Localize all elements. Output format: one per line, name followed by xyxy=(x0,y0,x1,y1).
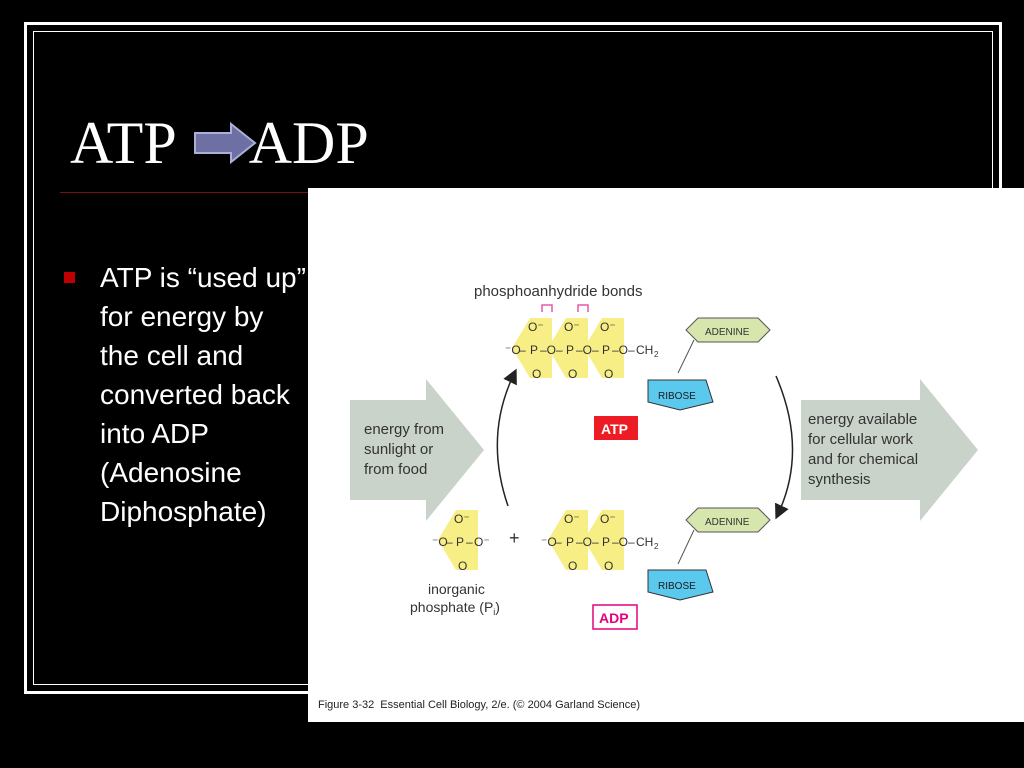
svg-text:–: – xyxy=(446,535,453,549)
svg-text:O: O xyxy=(568,367,577,381)
adp-ribose-shape xyxy=(647,569,714,601)
atp-ribose-shape xyxy=(647,379,714,411)
adp-adenine-shape xyxy=(685,507,771,533)
svg-text:O⁻: O⁻ xyxy=(600,512,616,526)
title-atp: ATP xyxy=(70,110,177,176)
bond-bracket-2 xyxy=(577,304,589,312)
svg-text:–O–: –O– xyxy=(612,343,635,357)
figure-caption: Figure 3-32 Essential Cell Biology, 2/e. … xyxy=(318,699,640,711)
svg-text:⁻O: ⁻O xyxy=(541,535,557,549)
bullet-text: ATP is “used up” for energy by the cell … xyxy=(100,262,306,527)
bond-bracket-1 xyxy=(541,304,553,312)
svg-text:O⁻: O⁻ xyxy=(564,320,580,334)
svg-text:2: 2 xyxy=(654,542,659,551)
svg-text:–O–: –O– xyxy=(576,535,599,549)
svg-text:P: P xyxy=(602,535,610,549)
slide-title: ATP ADP xyxy=(70,108,369,178)
svg-text:CH: CH xyxy=(636,535,653,549)
plus-sign: + xyxy=(509,528,520,548)
svg-text:2: 2 xyxy=(654,350,659,359)
svg-text:–: – xyxy=(466,535,473,549)
pi-chain: O⁻ ⁻O – P – O⁻ O xyxy=(432,512,490,573)
bullet-square-icon xyxy=(64,272,75,283)
svg-text:–O–: –O– xyxy=(612,535,635,549)
atp-adenine-shape xyxy=(685,317,771,343)
atp-adenine-label: ADENINE xyxy=(705,327,750,338)
svg-text:O⁻: O⁻ xyxy=(600,320,616,334)
bullet-list: ATP is “used up” for energy by the cell … xyxy=(64,258,310,531)
right-arrow-icon xyxy=(193,121,257,165)
adp-adenine-label: ADENINE xyxy=(705,517,750,528)
svg-text:O: O xyxy=(458,559,467,573)
atp-label: ATP xyxy=(601,421,628,437)
cycle-arrow-right xyxy=(775,375,794,520)
svg-text:–O–: –O– xyxy=(540,343,563,357)
adp-phosphate-chain: O⁻ O⁻ ⁻O – P –O– P –O– CH 2 O O xyxy=(541,512,659,573)
atp-adp-cycle-figure: energy from sunlight or from food energy… xyxy=(308,188,1024,722)
svg-text:O⁻: O⁻ xyxy=(528,320,544,334)
inorganic-label: inorganic xyxy=(428,581,485,597)
svg-text:–O–: –O– xyxy=(576,343,599,357)
svg-text:–: – xyxy=(519,343,526,357)
energy-out-arrow xyxy=(801,379,978,521)
atp-adenine-link xyxy=(677,339,695,374)
svg-text:O⁻: O⁻ xyxy=(474,535,490,549)
svg-text:P: P xyxy=(566,535,574,549)
atp-label-box xyxy=(594,416,638,440)
svg-text:O: O xyxy=(532,367,541,381)
title-divider xyxy=(60,192,310,193)
caption-text: Essential Cell Biology, 2/e. (© 2004 Gar… xyxy=(380,699,641,711)
svg-text:P: P xyxy=(530,343,538,357)
title-adp: ADP xyxy=(248,110,369,176)
energy-in-arrow xyxy=(350,379,484,521)
svg-text:O: O xyxy=(568,559,577,573)
atp-phosphate-chain: O⁻ O⁻ O⁻ ⁻O – P –O– P –O– P –O– CH 2 O O… xyxy=(505,320,659,381)
svg-text:O: O xyxy=(604,367,613,381)
svg-text:–: – xyxy=(555,535,562,549)
svg-text:P: P xyxy=(456,535,464,549)
svg-text:O: O xyxy=(604,559,613,573)
svg-text:P: P xyxy=(602,343,610,357)
pi-phosphate-shape xyxy=(438,510,478,570)
energy-out-text: energy available for cellular work and f… xyxy=(808,411,922,488)
energy-in-text: energy from sunlight or from food xyxy=(364,421,448,478)
svg-text:O⁻: O⁻ xyxy=(454,512,470,526)
bonds-label: phosphoanhydride bonds xyxy=(474,283,642,300)
cycle-diagram: energy from sunlight or from food energy… xyxy=(350,283,978,630)
svg-text:⁻O: ⁻O xyxy=(505,343,521,357)
adp-ribose-label: RIBOSE xyxy=(658,581,696,592)
svg-text:CH: CH xyxy=(636,343,653,357)
svg-text:O⁻: O⁻ xyxy=(564,512,580,526)
caption-number: Figure 3-32 xyxy=(318,699,375,711)
inorganic-phosphate-label: phosphate (Pi) xyxy=(410,599,500,617)
atp-phosphate-group xyxy=(512,318,624,378)
svg-text:P: P xyxy=(566,343,574,357)
atp-ribose-label: RIBOSE xyxy=(658,391,696,402)
svg-text:⁻O: ⁻O xyxy=(432,535,448,549)
bullet-item: ATP is “used up” for energy by the cell … xyxy=(64,258,310,531)
adp-adenine-link xyxy=(677,529,695,565)
adp-phosphate-group xyxy=(548,510,624,570)
cycle-arrow-left xyxy=(496,368,517,507)
adp-label-box xyxy=(592,604,638,630)
adp-label: ADP xyxy=(599,610,629,626)
